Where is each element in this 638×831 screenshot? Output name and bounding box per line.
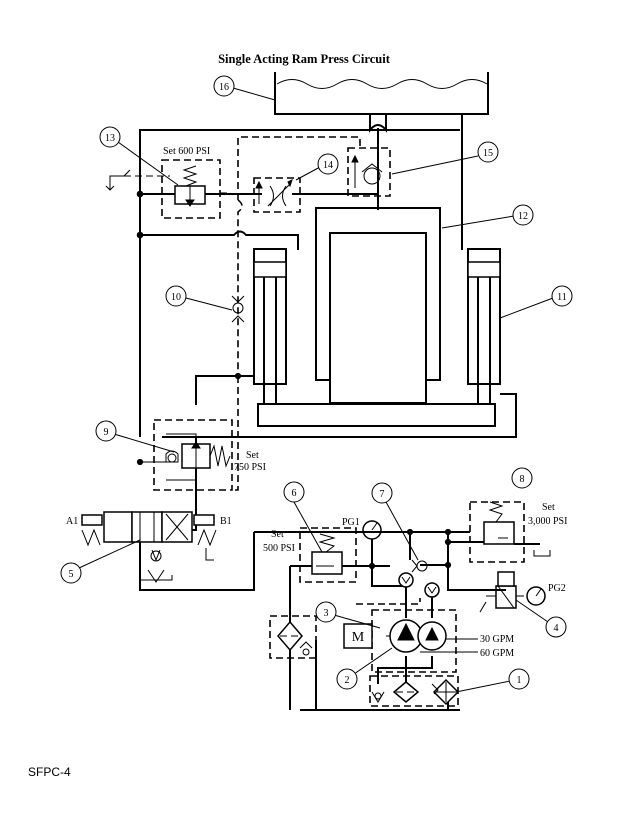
hydraulic-pumps	[371, 609, 457, 673]
main-ram-cylinder	[315, 207, 441, 404]
label-set-750-a: Set	[246, 450, 259, 461]
label-b1: B1	[220, 516, 232, 527]
pressure-gauge-pg2	[526, 586, 546, 606]
label-60-gpm: 60 GPM	[480, 648, 514, 659]
return-filter	[269, 615, 317, 659]
pump-circuit-piping	[289, 528, 506, 711]
callout-9: 9	[104, 427, 109, 438]
callout-7: 7	[380, 489, 385, 500]
flow-meter-right	[424, 582, 440, 598]
callout-1: 1	[517, 675, 522, 686]
callout-14: 14	[323, 160, 333, 171]
press-platen	[257, 403, 496, 427]
pilot-check-valve	[231, 295, 245, 323]
callout-10: 10	[171, 292, 181, 303]
callout-3: 3	[324, 608, 329, 619]
callout-8: 8	[520, 474, 525, 485]
callout-4: 4	[554, 623, 559, 634]
pilot-lines-upper	[220, 136, 361, 491]
callout-15: 15	[483, 148, 493, 159]
callout-12: 12	[518, 211, 528, 222]
callout-6: 6	[292, 488, 297, 499]
label-set-500-b: 500 PSI	[263, 543, 295, 554]
label-set-3000-a: Set	[542, 502, 555, 513]
callout-5: 5	[69, 569, 74, 580]
sequence-valve	[136, 419, 233, 491]
callout-2: 2	[345, 675, 350, 686]
callouts: 16 13 14 15 12 11 10 9 8 6 7 5	[60, 75, 573, 693]
pump-check-valve	[411, 559, 428, 573]
motor-label: M	[352, 630, 365, 645]
flow-meter-left	[398, 572, 414, 588]
callout-16: 16	[219, 82, 229, 93]
label-set-750-b: 750 PSI	[234, 462, 266, 473]
right-side-cylinder	[467, 248, 501, 404]
unloading-valve	[479, 571, 524, 613]
pressure-gauge-pg1	[362, 520, 382, 566]
label-pg2: PG2	[548, 583, 566, 594]
label-30-gpm: 30 GPM	[480, 634, 514, 645]
flow-control-valve	[253, 177, 301, 213]
counterbalance-relief-valve	[105, 159, 221, 219]
low-pressure-relief-valve	[299, 527, 421, 605]
heat-exchanger	[431, 678, 460, 706]
main-relief-valve	[469, 501, 551, 563]
page-footer: SFPC-4	[28, 765, 71, 779]
label-a1: A1	[66, 516, 78, 527]
label-set-600: Set 600 PSI	[163, 146, 210, 157]
label-set-3000-b: 3,000 PSI	[528, 516, 567, 527]
diagram-title: Single Acting Ram Press Circuit	[218, 52, 391, 66]
left-side-cylinder	[253, 248, 287, 404]
directional-control-valve	[81, 511, 217, 583]
overhead-tank	[274, 72, 489, 148]
prefill-valve	[347, 147, 391, 210]
electric-motor: M	[343, 623, 373, 649]
callout-13: 13	[105, 133, 115, 144]
callout-11: 11	[557, 292, 567, 303]
label-set-500-a: Set	[271, 529, 284, 540]
label-pg1: PG1	[342, 517, 360, 528]
